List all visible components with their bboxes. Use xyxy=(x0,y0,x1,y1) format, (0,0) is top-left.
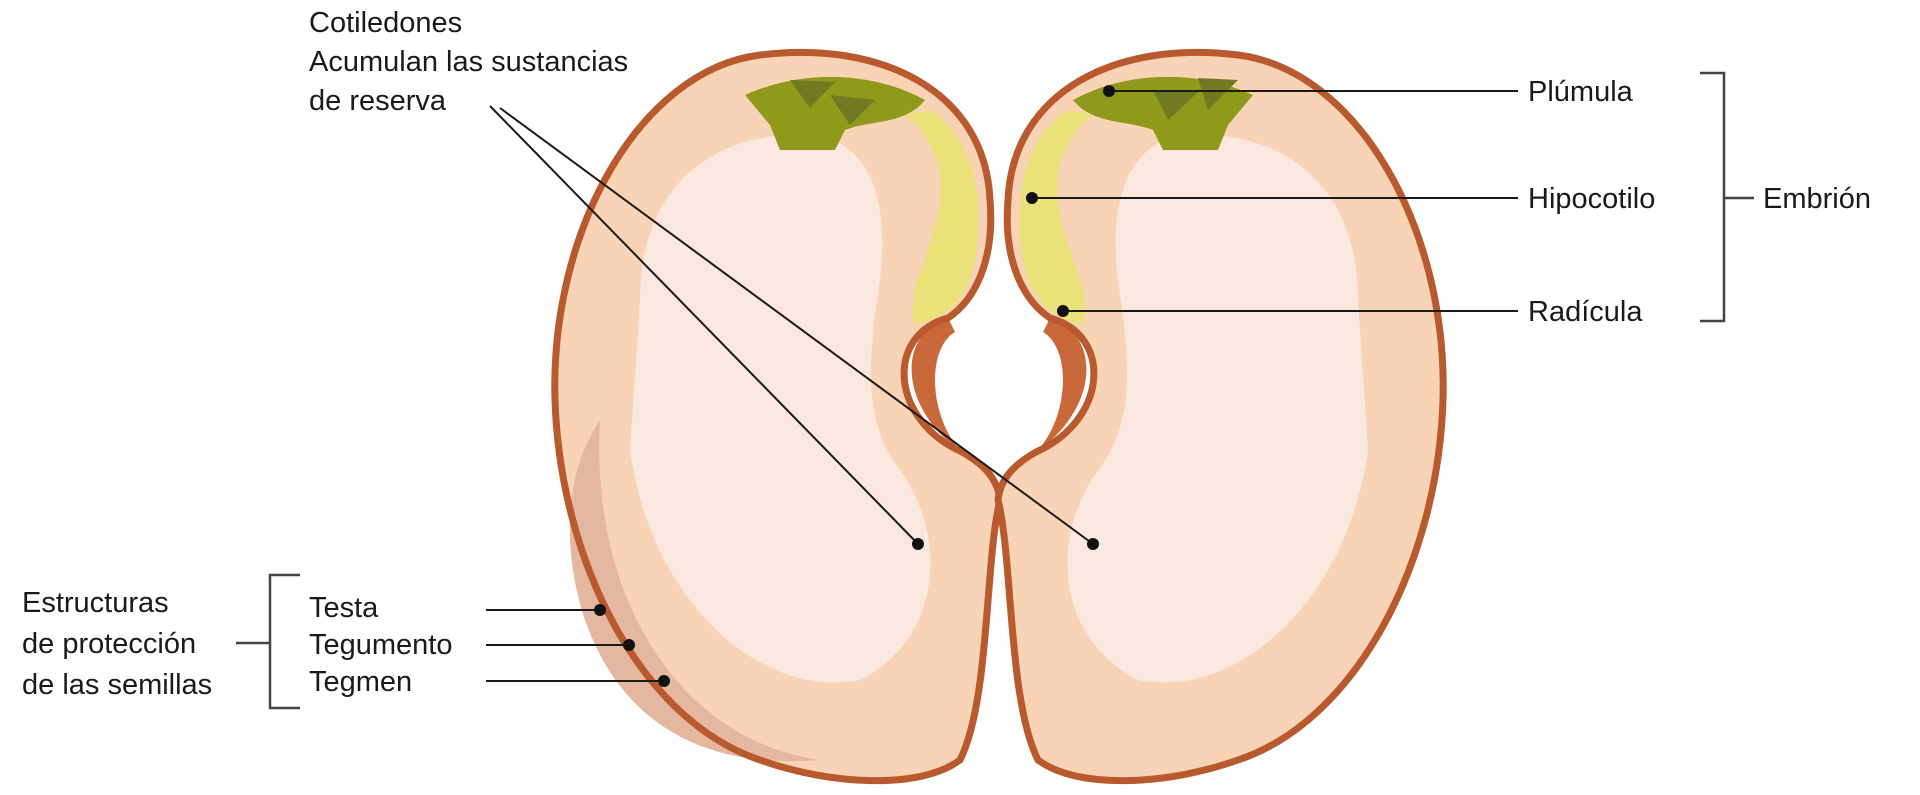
shading-tegmen xyxy=(569,420,820,762)
protection-pointers xyxy=(236,573,670,710)
embryo-pointers xyxy=(1026,71,1754,323)
label-radicula: Radícula xyxy=(1528,296,1643,328)
notch-flap-left xyxy=(911,318,962,452)
label-hipocotilo: Hipocotilo xyxy=(1528,183,1655,215)
cotyledon-title: Cotiledones xyxy=(309,7,462,39)
label-testa: Testa xyxy=(309,592,379,624)
cotyledon-desc-2: de reserva xyxy=(309,85,447,117)
cotyledon-inner xyxy=(630,134,931,683)
label-tegmen: Tegmen xyxy=(309,666,412,698)
hypocotyl-left xyxy=(905,110,979,325)
label-plumula: Plúmula xyxy=(1528,76,1634,108)
plumule-vein xyxy=(790,80,875,125)
plumule-left xyxy=(745,76,925,150)
label-tegumento: Tegumento xyxy=(309,629,453,661)
cotyledon-pointers xyxy=(489,105,1099,550)
protection-group-2: de protección xyxy=(22,628,196,660)
right-cotyledon xyxy=(998,52,1443,780)
protection-group-1: Estructuras xyxy=(22,587,169,619)
protection-group-3: de las semillas xyxy=(22,669,212,701)
cotyledon-desc-1: Acumulan las sustancias xyxy=(309,46,628,78)
left-cotyledon xyxy=(555,52,1000,780)
label-embrion: Embrión xyxy=(1763,183,1871,215)
